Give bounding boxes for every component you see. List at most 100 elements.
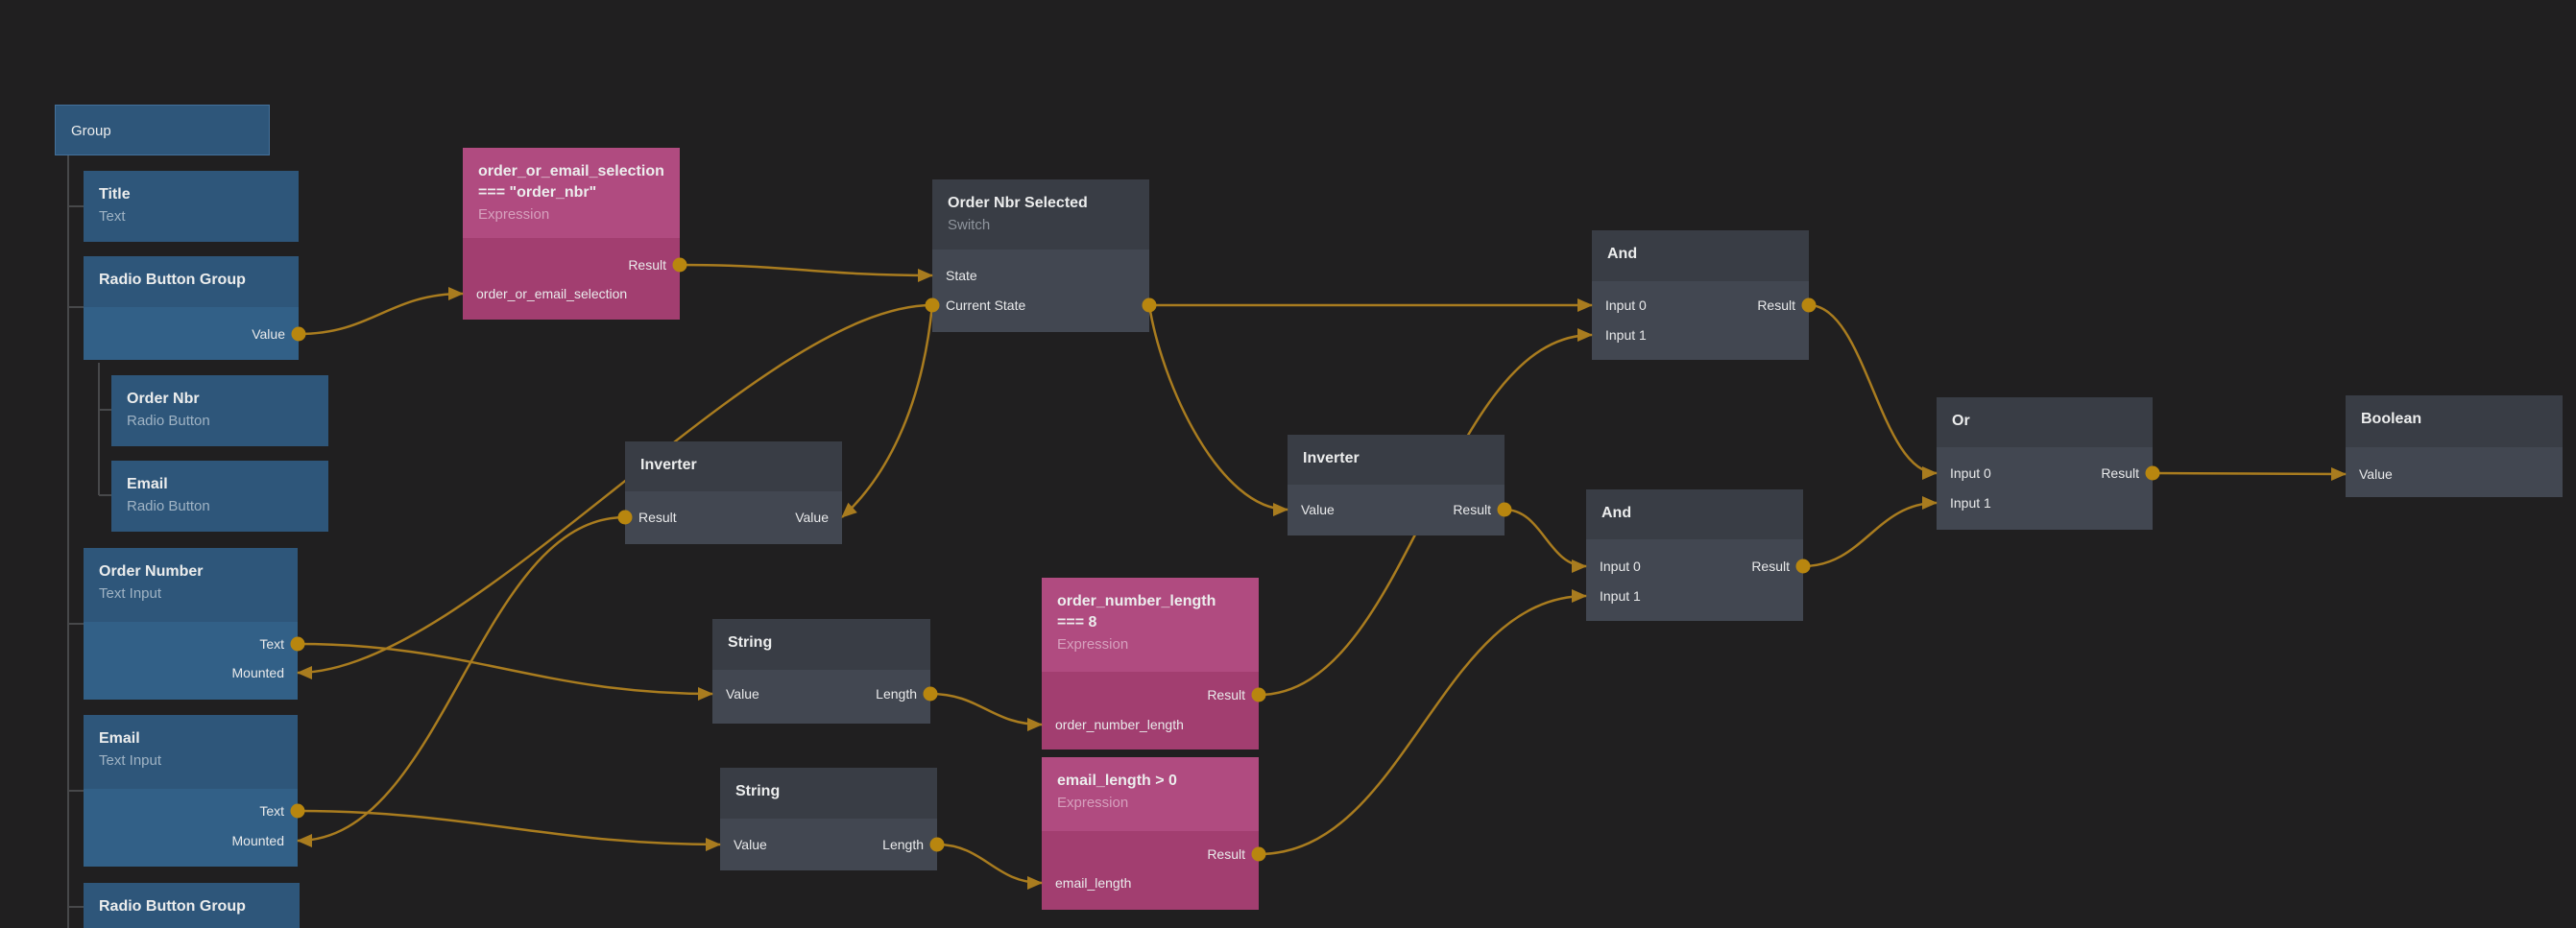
input-port-arrow[interactable] [918,269,933,282]
port-label-output: Value [252,326,285,342]
node-title: Order Number [99,563,204,580]
node-title: order_number_length [1057,593,1216,609]
node-rbg2[interactable]: Radio Button Group [84,883,300,928]
port-label-input: Mounted [231,665,284,680]
node-title: Inverter [1303,450,1360,466]
port-label-input: Value [795,510,829,525]
node-subtitle: Radio Button [127,413,210,429]
port-label-input: Mounted [231,833,284,848]
node-title: === "order_nbr" [478,184,597,201]
port-label-output: Current State [946,297,1026,313]
port-label-output: Length [876,686,917,702]
input-port-arrow[interactable] [1922,496,1938,510]
node-group[interactable]: Group [55,105,270,155]
port-label-output: Result [1757,297,1795,313]
node-title: Boolean [2361,411,2422,427]
input-port-arrow[interactable] [1577,298,1593,312]
node-title: String [728,634,773,651]
port-label-input: Value [734,837,767,852]
wire-connection[interactable] [297,809,721,846]
port-label-input: email_length [1055,875,1132,891]
input-port-arrow[interactable] [706,838,721,851]
node-title: order_or_email_selection [478,163,664,179]
node-title: === 8 [1057,614,1097,631]
node-subtitle: Text Input [99,585,162,602]
node-title: And [1607,246,1638,262]
input-port-arrow[interactable] [1027,718,1043,731]
input-port-arrow[interactable] [297,834,312,847]
node-title: And [1601,505,1632,521]
port-label-input: Value [2359,466,2393,482]
port-label-input: Value [1301,502,1335,517]
node-header [1042,757,1259,831]
input-port-arrow[interactable] [1027,876,1043,890]
wire-connection[interactable] [297,515,626,843]
wire-connection[interactable] [841,304,934,518]
port-label-input: State [946,268,977,283]
port-label-input: Input 1 [1950,495,1991,511]
input-port-arrow[interactable] [448,287,464,300]
port-label-output: Result [1207,846,1245,862]
node-header [84,256,299,307]
wire-connection[interactable] [1808,303,1938,475]
node-title: Title [99,186,131,202]
wire-connection[interactable] [1147,304,1288,512]
input-port-arrow[interactable] [297,666,312,679]
wire-connection[interactable] [2152,471,2347,476]
port-label-output: Result [2101,465,2139,481]
input-port-arrow[interactable] [1273,503,1288,516]
port-label-input: Input 0 [1600,559,1641,574]
input-port-arrow[interactable] [1572,589,1587,603]
input-port-arrow[interactable] [1577,328,1593,342]
node-title: Radio Button Group [99,898,246,915]
port-label-input: Input 1 [1600,588,1641,604]
node-title: Radio Button Group [99,272,246,288]
wire-connection[interactable] [936,843,1043,885]
input-port-arrow[interactable] [698,687,713,701]
node-header [932,179,1149,250]
input-port-arrow[interactable] [2331,467,2347,481]
wire-connection[interactable] [929,692,1043,726]
node-header [1042,578,1259,672]
wire-connection[interactable] [297,642,713,696]
wire-connection[interactable] [1802,501,1938,568]
input-port-arrow[interactable] [1922,466,1938,480]
node-title: Email [99,730,140,747]
node-expr1[interactable]: order_or_email_selection=== "order_nbr"E… [463,148,680,320]
node-header [1288,435,1505,485]
wire-connection[interactable] [1258,594,1587,856]
wire-connection[interactable] [298,292,464,336]
node-title: String [735,783,781,799]
node-subtitle: Expression [1057,636,1129,653]
port-label-output: Result [1207,687,1245,702]
port-label-output: Result [1453,502,1491,517]
node-title: Or [1952,413,1970,429]
port-label-input: Input 0 [1950,465,1991,481]
port-label-output: Result [628,257,666,273]
node-header [1586,489,1803,539]
wire-connection[interactable] [679,263,933,277]
node-header [720,768,937,819]
input-port-arrow[interactable] [1572,559,1587,573]
port-label-input: Input 0 [1605,297,1647,313]
node-header [1592,230,1809,281]
wire-connection[interactable] [1504,508,1587,568]
